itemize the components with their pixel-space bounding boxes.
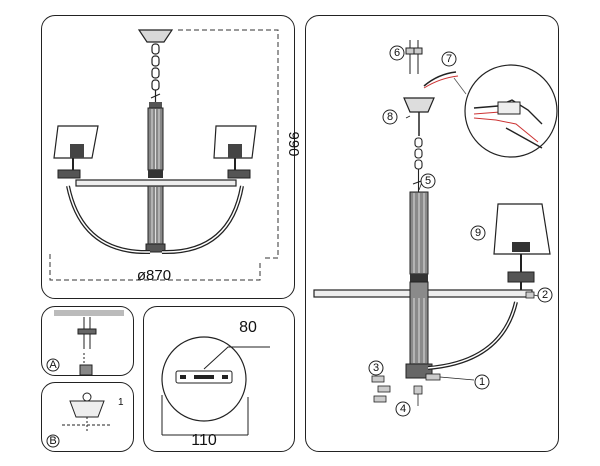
- assembly-upper-column: [409, 191, 429, 282]
- slot-leader: [203, 346, 270, 370]
- assembly-shade: [493, 203, 551, 290]
- svg-text:6: 6: [394, 47, 400, 59]
- assembly-fasteners: [371, 291, 535, 403]
- assembly-drawing: 1 2 3 4 5 6 7 8: [313, 40, 558, 417]
- ceiling-anchors: [405, 40, 423, 74]
- step-marker-6: 6: [389, 45, 405, 61]
- detail-b-mark: 1: [118, 397, 124, 408]
- height-dimension-line: [178, 29, 279, 259]
- plate-dimension-line: [161, 395, 249, 436]
- right-shade: [213, 125, 257, 179]
- mount-detail-b-drawing: 1 B: [46, 392, 124, 448]
- svg-text:5: 5: [425, 175, 431, 187]
- plate-detail-drawing: 80 110: [161, 319, 270, 449]
- left-shade: [53, 125, 99, 179]
- socket-cup: [69, 400, 105, 418]
- assembly-panel: 1 2 3 4 5 6 7 8: [305, 15, 559, 452]
- step-marker-3: 3: [368, 360, 384, 376]
- mounting-bolt: [77, 317, 97, 365]
- ceiling-surface: [54, 310, 124, 316]
- svg-text:3: 3: [373, 362, 379, 374]
- cross-bar: [75, 179, 237, 187]
- mount-detail-a-drawing: A: [46, 310, 124, 376]
- slot-dimension: 80: [239, 319, 257, 336]
- overview-drawing: 990 ø870: [49, 29, 302, 284]
- assembly-canopy: [403, 97, 435, 113]
- height-dimension: 990: [285, 131, 302, 156]
- step-marker-8: 8: [382, 109, 398, 125]
- svg-text:8: 8: [387, 111, 393, 123]
- lower-column: [145, 185, 166, 253]
- mount-detail-b-panel: 1 B: [41, 382, 134, 452]
- step-marker-4: 4: [395, 401, 411, 417]
- detail-b-label: B: [49, 435, 56, 447]
- width-dimension: ø870: [137, 267, 171, 284]
- svg-text:4: 4: [400, 403, 406, 415]
- wiring-detail-callout: [453, 64, 558, 158]
- detail-a-label: A: [49, 359, 57, 371]
- upper-column: [147, 102, 164, 178]
- ceiling-canopy: [137, 29, 174, 43]
- supply-wires: [423, 71, 457, 87]
- svg-text:7: 7: [446, 53, 452, 65]
- mount-detail-a-panel: A: [41, 306, 134, 376]
- svg-text:9: 9: [475, 227, 481, 239]
- chain: [150, 43, 161, 102]
- svg-text:2: 2: [542, 289, 548, 301]
- width-dimension-line: [49, 254, 261, 281]
- step-marker-2: 2: [537, 287, 553, 303]
- plate-dimension: 110: [191, 432, 217, 449]
- bulb-base: [82, 392, 92, 402]
- step-marker-9: 9: [470, 225, 486, 241]
- plate-detail-panel: 80 110: [143, 306, 295, 452]
- canopy-cup: [79, 364, 93, 376]
- assembly-lower-column: [405, 281, 433, 379]
- svg-text:1: 1: [479, 376, 485, 388]
- step-marker-1: 1: [474, 374, 490, 390]
- overview-panel: 990 ø870: [41, 15, 302, 299]
- step-marker-5: 5: [420, 173, 436, 189]
- step-marker-7: 7: [441, 51, 457, 67]
